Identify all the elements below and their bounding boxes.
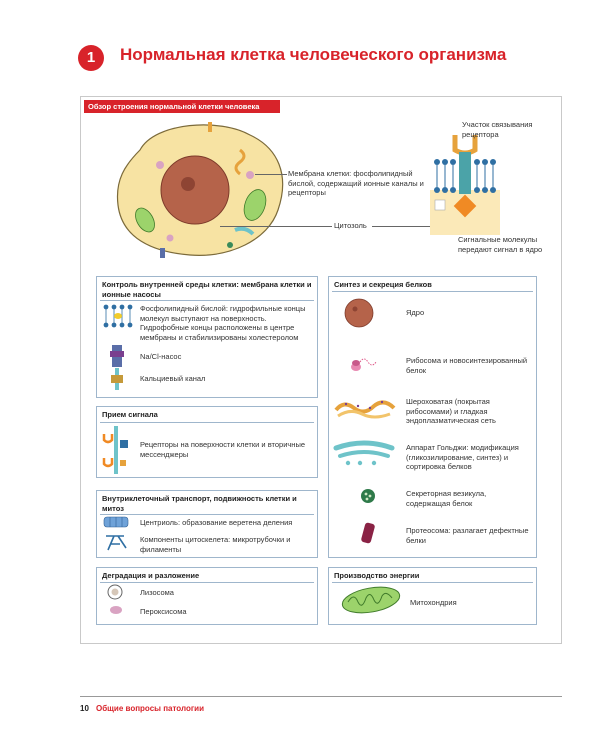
signal-molecules-label: Сигнальные молекулы передают сигнал в яд… (458, 235, 543, 254)
transport-box (96, 490, 318, 558)
degradation-box-rule (100, 582, 314, 583)
receptor-illustration (430, 135, 500, 235)
endoplasmic-reticulum-icon (334, 400, 396, 419)
chapter-number-badge: 1 (78, 45, 104, 71)
footer-section-title: Общие вопросы патологии (96, 704, 205, 713)
page-number: 10 (80, 704, 89, 713)
golgi-text: Аппарат Гольджи: модификация (гликозилир… (406, 443, 519, 471)
cell-illustration (116, 122, 284, 258)
degradation-box (96, 567, 318, 625)
bilayer-icon (103, 304, 133, 328)
er-text: Шероховатая (покрытая рибосомами) и глад… (406, 397, 496, 425)
golgi-icon (333, 440, 395, 466)
signal-box (96, 406, 318, 478)
peroxisome-text: Пероксисома (140, 607, 187, 616)
cytosol-right-line (372, 226, 432, 227)
membrane-box (96, 276, 318, 398)
membrane-box-title: Контроль внутренней среды клетки: мембра… (102, 280, 312, 299)
cytosol-label: Цитозоль (334, 221, 367, 230)
mitochondrion-icon (341, 586, 401, 614)
cytoskeleton-text: Компоненты цитоскелета: микротрубочки и … (140, 535, 291, 554)
centriole-icon (103, 516, 129, 528)
lysosome-text: Лизосома (140, 588, 174, 597)
overview-tag: Обзор строения нормальной клетки человек… (84, 100, 280, 113)
energy-box-title: Производство энергии (334, 571, 420, 580)
chapter-title: Нормальная клетка человеческого организм… (120, 45, 507, 64)
receptor-icon (102, 426, 128, 474)
proteasome-icon (361, 522, 375, 544)
degradation-box-title: Деградация и разложение (102, 571, 200, 580)
cytosol-leader-line (220, 226, 332, 227)
transport-box-title: Внутриклеточный транспорт, подвижность к… (102, 494, 297, 513)
membrane-label: Мембрана клетки: фосфолипидный бислой, с… (288, 169, 424, 197)
content-frame (80, 96, 562, 644)
na-cl-pump-icon (110, 345, 124, 367)
energy-box-rule (332, 582, 533, 583)
signal-box-title: Прием сигнала (102, 410, 158, 419)
nucleus-text: Ядро (406, 308, 425, 317)
transport-box-rule (100, 514, 314, 515)
centriole-text: Центриоль: образование веретена деления (140, 518, 293, 527)
protein-box-rule (332, 291, 533, 292)
protein-box-title: Синтез и секреция белков (334, 280, 432, 289)
footer-rule (80, 696, 562, 697)
lysosome-icon (107, 584, 123, 600)
peroxisome-icon (110, 606, 122, 614)
membrane-leader-line (255, 174, 287, 175)
ribosome-text: Рибосома и новосинтезированный белок (406, 356, 528, 375)
cytoskeleton-icon (106, 535, 127, 551)
calcium-channel-icon (111, 368, 123, 390)
signal-box-rule (100, 422, 314, 423)
proteasome-text: Протеосома: разлагает дефектные белки (406, 526, 529, 545)
mitochondrion-text: Митохондрия (410, 598, 457, 607)
ribosome-icon (351, 358, 377, 371)
membrane-box-rule (100, 300, 314, 301)
bilayer-text: Фосфолипидный бислой: гидрофильные концы… (140, 304, 306, 342)
receptor-text: Рецепторы на поверхности клетки и вторич… (140, 440, 306, 459)
calcium-channel-text: Кальциевый канал (140, 374, 206, 383)
na-cl-pump-text: Na/Cl-насос (140, 352, 182, 361)
vesicle-text: Секреторная везикула, содержащая белок (406, 489, 487, 508)
secretory-vesicle-icon (361, 489, 375, 503)
receptor-site-label: Участок связывания рецептора (462, 120, 533, 139)
nucleus-icon (344, 298, 374, 328)
